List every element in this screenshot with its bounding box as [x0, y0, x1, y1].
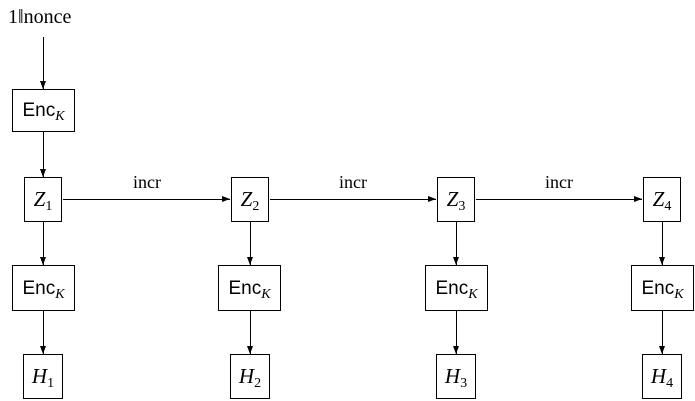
incr-label-1: incr [133, 172, 161, 192]
arrow-right-z3-to-z4 [476, 196, 642, 202]
input-label: 1‖nonce [8, 6, 72, 28]
arrow-down-nonce-to-enc [40, 37, 46, 89]
arrow-down-z2-to-enc2 [247, 222, 253, 265]
h4-base: H [650, 364, 667, 388]
z2-box: Z2 [231, 177, 269, 222]
enc-box-4: EncK [631, 265, 694, 311]
enc-key-subscript: K [55, 109, 65, 125]
z3-box: Z3 [437, 177, 475, 222]
enc-name: Enc [22, 100, 56, 121]
enc-name: Enc [228, 277, 262, 299]
h4-subscript: 4 [666, 376, 674, 392]
z2-base: Z [240, 187, 253, 211]
h4-box: H4 [642, 354, 682, 399]
arrow-down-z4-to-enc4 [659, 222, 665, 265]
h2-base: H [238, 364, 255, 388]
incr-label-3: incr [545, 172, 573, 192]
arrow-down-enc2-to-h2 [247, 311, 253, 354]
h3-box: H3 [436, 354, 476, 399]
arrow-down-z3-to-enc3 [453, 222, 459, 265]
h4-label: H4 [650, 364, 673, 391]
arrow-down-enc-to-z1 [40, 132, 46, 177]
arrow-right-z1-to-z2 [63, 196, 230, 202]
enc-key-subscript: K [261, 286, 271, 302]
arrow-down-enc1-to-h1 [40, 311, 46, 354]
z4-subscript: 4 [664, 199, 672, 215]
enc-box-1-label: EncK [22, 277, 64, 302]
z2-label: Z2 [240, 187, 260, 214]
enc-box-top: EncK [12, 89, 75, 132]
enc-box-3-label: EncK [435, 277, 477, 302]
z4-label: Z4 [652, 187, 672, 214]
h1-label: H1 [31, 364, 54, 391]
z1-box: Z1 [24, 177, 62, 222]
h1-subscript: 1 [47, 376, 55, 392]
z3-subscript: 3 [458, 199, 466, 215]
z1-base: Z [33, 187, 46, 211]
z1-subscript: 1 [45, 199, 53, 215]
arrow-down-enc3-to-h3 [453, 311, 459, 354]
h2-subscript: 2 [254, 376, 262, 392]
z3-label: Z3 [446, 187, 466, 214]
h3-subscript: 3 [460, 376, 468, 392]
enc-box-1: EncK [12, 265, 75, 311]
h2-label: H2 [238, 364, 261, 391]
enc-key-subscript: K [55, 286, 65, 302]
enc-key-subscript: K [468, 286, 478, 302]
enc-box-2-label: EncK [228, 277, 270, 302]
h3-label: H3 [444, 364, 467, 391]
enc-box-top-label: EncK [22, 100, 64, 124]
arrow-down-enc4-to-h4 [659, 311, 665, 354]
z2-subscript: 2 [252, 199, 260, 215]
z3-base: Z [446, 187, 459, 211]
h3-base: H [444, 364, 461, 388]
enc-box-3: EncK [425, 265, 488, 311]
enc-name: Enc [641, 277, 675, 299]
incr-label-2: incr [339, 172, 367, 192]
z4-base: Z [652, 187, 665, 211]
z1-label: Z1 [33, 187, 53, 214]
enc-name: Enc [435, 277, 469, 299]
enc-box-4-label: EncK [641, 277, 683, 302]
enc-box-2: EncK [218, 265, 281, 311]
enc-key-subscript: K [674, 286, 684, 302]
h1-base: H [31, 364, 48, 388]
enc-name: Enc [22, 277, 56, 299]
h1-box: H1 [23, 354, 63, 399]
arrow-down-z1-to-enc1 [40, 222, 46, 265]
h2-box: H2 [230, 354, 270, 399]
z4-box: Z4 [643, 177, 681, 222]
arrow-right-z2-to-z3 [270, 196, 436, 202]
